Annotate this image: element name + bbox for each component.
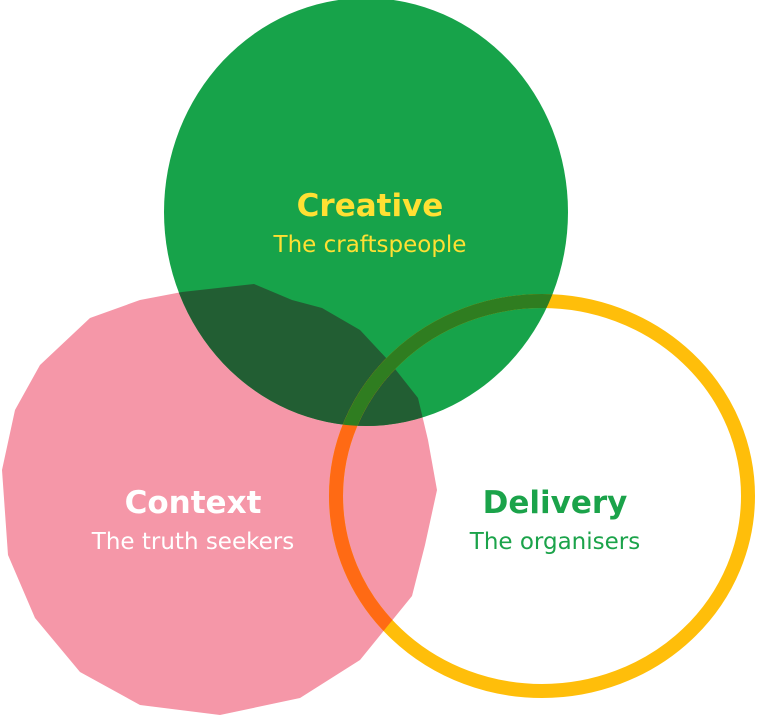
context-title: Context — [125, 485, 262, 521]
delivery-title: Delivery — [483, 485, 628, 521]
creative-subtitle: The craftspeople — [273, 232, 467, 258]
context-delivery-overlap — [329, 294, 437, 698]
creative-delivery-overlap — [329, 294, 568, 426]
delivery-subtitle: The organisers — [469, 529, 640, 555]
creative-title: Creative — [297, 188, 444, 224]
context-subtitle: The truth seekers — [91, 529, 294, 555]
creative-context-overlap — [164, 284, 437, 426]
